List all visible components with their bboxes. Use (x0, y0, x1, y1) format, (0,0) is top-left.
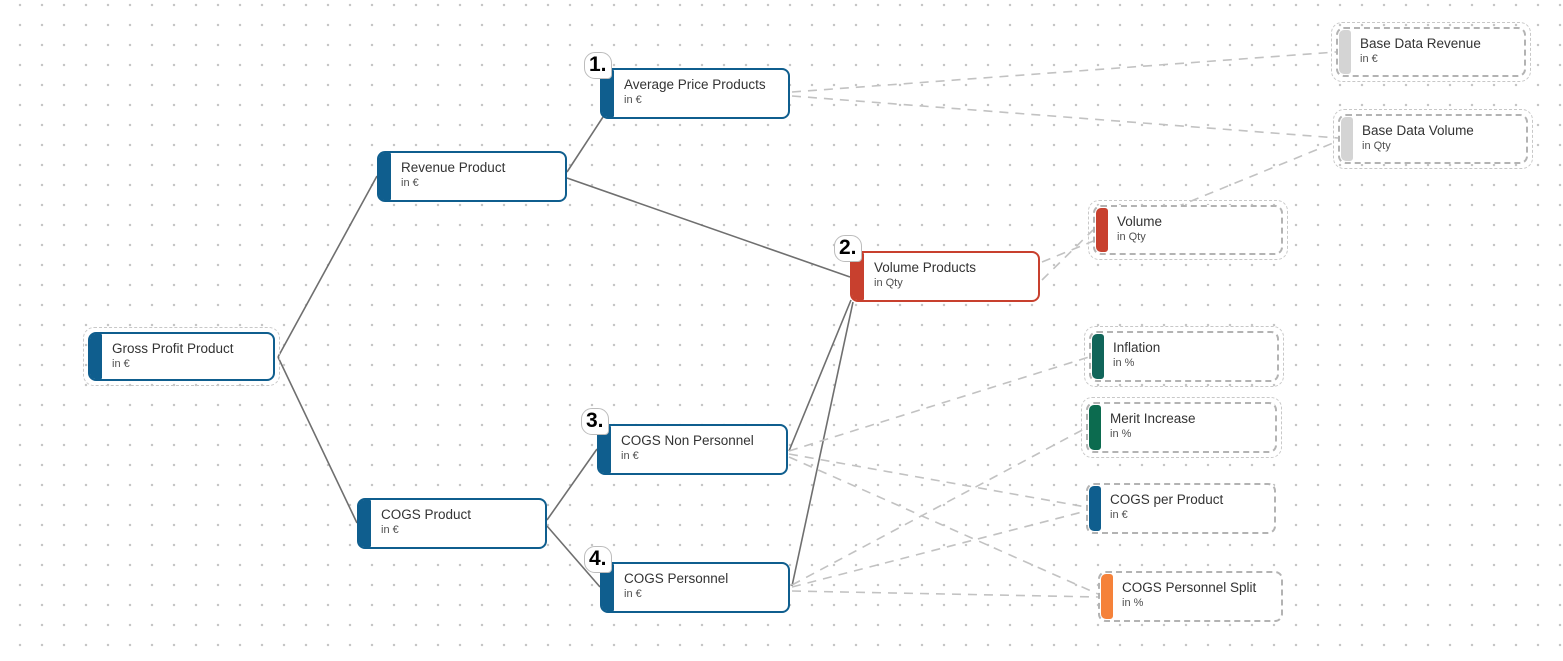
node-title: COGS Personnel (624, 571, 729, 586)
node-title: Volume Products (874, 260, 977, 275)
node-outline-gross-profit-product (83, 327, 280, 386)
node-gross-profit-product[interactable]: Gross Profit Product in € (83, 327, 280, 386)
edge-volume-products-to-volume (1041, 229, 1094, 281)
edge-cogs-non-personnel-to-volume-products (788, 299, 852, 452)
order-badge: 1. (584, 52, 612, 79)
node-unit: in € (381, 524, 399, 536)
edge-gross-profit-product-to-revenue-product (277, 175, 378, 358)
node-unit: in Qty (1117, 231, 1146, 243)
edge-cogs-personnel-to-cogs-per-product (791, 510, 1087, 588)
accent-bar-cogs-product (359, 500, 371, 547)
edge-gross-profit-product-to-cogs-product (277, 356, 358, 524)
node-base-data-volume[interactable]: Base Data Volume in Qty (1333, 109, 1533, 169)
edge-cogs-non-personnel-to-cogs-personnel-split (788, 456, 1099, 595)
accent-bar-revenue-product (379, 153, 391, 200)
edge-cogs-non-personnel-to-inflation (788, 356, 1090, 452)
node-unit: in € (624, 588, 642, 600)
edge-cogs-personnel-to-merit-increase (791, 427, 1087, 586)
node-unit: in € (401, 177, 419, 189)
node-cogs-per-product[interactable]: COGS per Product in € (1086, 483, 1276, 534)
accent-bar-cogs-personnel (602, 564, 614, 611)
edge-average-price-products-to-base-data-volume (791, 95, 1339, 139)
order-badge: 3. (581, 408, 609, 435)
node-unit: in Qty (874, 277, 903, 289)
node-title: COGS Non Personnel (621, 433, 754, 448)
order-badge: 2. (834, 235, 862, 262)
node-title: COGS Personnel Split (1122, 580, 1257, 595)
accent-bar-inflation (1092, 334, 1104, 379)
edge-average-price-products-to-base-data-revenue (791, 51, 1337, 93)
accent-bar-volume (1096, 208, 1108, 252)
node-title: Volume (1117, 214, 1163, 229)
node-title: COGS per Product (1110, 492, 1224, 507)
node-unit: in % (1122, 597, 1144, 609)
node-outline-base-data-revenue (1331, 22, 1531, 82)
order-badge: 4. (584, 546, 612, 573)
node-unit: in % (1113, 357, 1135, 369)
node-title: Revenue Product (401, 160, 506, 175)
accent-bar-gross-profit-product (90, 334, 102, 379)
node-average-price-products[interactable]: Average Price Products in € 1. (584, 52, 790, 119)
node-unit: in % (1110, 428, 1132, 440)
node-title: Inflation (1113, 340, 1161, 355)
edge-volume-products-to-base-data-volume (1041, 140, 1339, 263)
accent-bar-cogs-personnel-split (1101, 574, 1113, 619)
edge-revenue-product-to-average-price-products (566, 116, 604, 173)
node-merit-increase[interactable]: Merit Increase in % (1081, 397, 1282, 458)
edge-cogs-personnel-to-volume-products (791, 301, 854, 587)
node-inflation[interactable]: Inflation in % (1084, 326, 1284, 387)
edge-cogs-personnel-to-cogs-personnel-split (791, 590, 1099, 598)
node-unit: in € (112, 358, 130, 370)
node-cogs-personnel-split[interactable]: COGS Personnel Split in % (1098, 571, 1283, 622)
node-revenue-product[interactable]: Revenue Product in € (377, 151, 567, 202)
node-unit: in Qty (1362, 140, 1391, 152)
accent-bar-volume-products (852, 253, 864, 300)
edge-revenue-product-to-volume-products (566, 177, 851, 278)
node-unit: in € (1110, 509, 1128, 521)
node-title: Base Data Volume (1362, 123, 1474, 138)
edge-cogs-product-to-cogs-personnel (546, 525, 601, 588)
accent-bar-cogs-non-personnel (599, 426, 611, 473)
node-title: Merit Increase (1110, 411, 1196, 426)
node-unit: in € (1360, 53, 1378, 65)
node-cogs-personnel[interactable]: COGS Personnel in € 4. (584, 546, 790, 613)
node-title: Average Price Products (624, 77, 766, 92)
node-unit: in € (621, 450, 639, 462)
node-outline-volume (1088, 200, 1288, 260)
accent-bar-base-data-volume (1341, 117, 1353, 161)
node-title: Base Data Revenue (1360, 36, 1481, 51)
node-base-data-revenue[interactable]: Base Data Revenue in € (1331, 22, 1531, 82)
accent-bar-base-data-revenue (1339, 30, 1351, 74)
accent-bar-cogs-per-product (1089, 486, 1101, 531)
node-volume[interactable]: Volume in Qty (1088, 200, 1288, 260)
node-volume-products[interactable]: Volume Products in Qty 2. (834, 235, 1040, 302)
edge-cogs-non-personnel-to-cogs-per-product (788, 453, 1087, 508)
edge-cogs-product-to-cogs-non-personnel (546, 448, 598, 521)
node-cogs-product[interactable]: COGS Product in € (357, 498, 547, 549)
node-cogs-non-personnel[interactable]: COGS Non Personnel in € 3. (581, 408, 788, 475)
node-outline-base-data-volume (1333, 109, 1533, 169)
accent-bar-average-price-products (602, 70, 614, 117)
accent-bar-merit-increase (1089, 405, 1101, 450)
node-title: COGS Product (381, 507, 472, 522)
node-title: Gross Profit Product (112, 341, 234, 356)
node-unit: in € (624, 94, 642, 106)
